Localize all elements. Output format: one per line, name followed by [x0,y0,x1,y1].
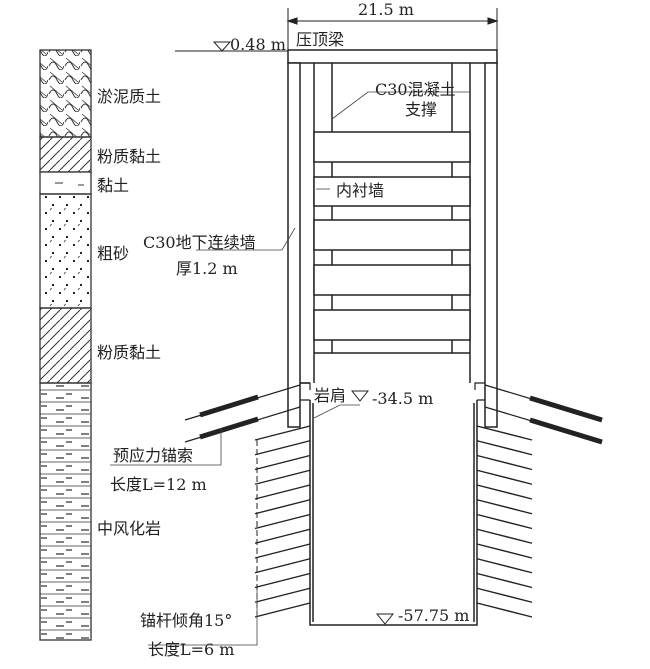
elevation-triangle-icon [375,613,395,625]
rock-shoulder-elevation: -34.5 m [372,389,433,408]
rock-bolt [254,425,311,441]
rock-bolt [476,484,533,500]
layer-coarse-sand [39,193,92,309]
soil-column [39,49,92,641]
bolt-label-2: 长度L=6 m [148,640,234,659]
rock-bolt [254,543,311,559]
rock-bolt [476,558,533,574]
strut-label-1: C30混凝土 [375,80,456,99]
rock-bolt [254,587,311,603]
left-diaphragm-wall [287,62,301,428]
rock-bolt [254,572,311,589]
rock-bolt [476,440,533,456]
strut [313,176,471,207]
prestressed-anchors [184,384,603,445]
soil-label: 黏土 [97,176,129,195]
soil-label: 淤泥质土 [97,87,161,106]
layer-weathered-rock [39,382,92,641]
rock-bolt [254,558,311,574]
strut [313,131,471,163]
left-inner-lining [300,63,315,384]
rock-bolt [476,454,533,471]
rock-bolt [476,602,533,618]
strut [313,219,471,251]
rock-bolt [476,499,533,515]
rock-bolt [254,454,311,471]
cap-beam [287,49,498,64]
soil-label: 粉质黏土 [97,147,161,166]
rock-bolt [254,440,311,456]
rock-bolt [476,572,533,589]
anchor-label-1: 预应力锚索 [113,446,193,465]
rock-bolt [476,425,533,441]
struts [313,131,471,353]
strut [313,309,471,341]
ground-elevation: 0.48 m [230,35,286,54]
rock-bolt [476,528,533,544]
diaphragm-label-2: 厚1.2 m [176,259,238,278]
layer-silty-clay-1 [39,136,92,173]
rock-bolt [476,543,533,559]
layer-silty-mud [39,49,92,138]
bolt-label-1: 锚杆倾角15° [140,611,232,630]
width-label: 21.5 m [358,0,414,19]
soil-label: 中风化岩 [97,519,161,538]
width-dimension [286,8,499,50]
rock-bolt [476,513,533,530]
anchor-label-2: 长度L=12 m [110,475,207,494]
diaphragm-label-1: C30地下连续墙 [143,233,256,252]
soil-label: 粉质黏土 [97,343,161,362]
rock-bolt [476,469,533,485]
lining-label: 内衬墙 [336,181,384,200]
rock-shaft [309,400,478,626]
rock-bolts [254,425,533,618]
elevation-triangle-icon [350,390,370,402]
shaft-structure [287,49,498,626]
layer-silty-clay-2 [39,307,92,384]
rock-shoulder-label: 岩肩 [314,386,346,405]
right-diaphragm-wall [484,62,498,428]
rock-bolt [476,587,533,603]
strut-label-2: 支撑 [405,100,437,119]
soil-label: 粗砂 [97,244,129,263]
rock-bolt [254,513,311,530]
rock-bolt [254,484,311,500]
layer-clay [39,171,92,195]
rock-bolt [254,602,311,618]
rock-bolt [254,499,311,515]
rock-bolt [254,469,311,485]
elevation-triangle-icon [212,41,232,52]
rock-bolt [254,528,311,544]
strut [313,264,471,296]
bottom-elevation: -57.75 m [398,606,469,625]
cap-beam-label: 压顶梁 [296,30,344,49]
